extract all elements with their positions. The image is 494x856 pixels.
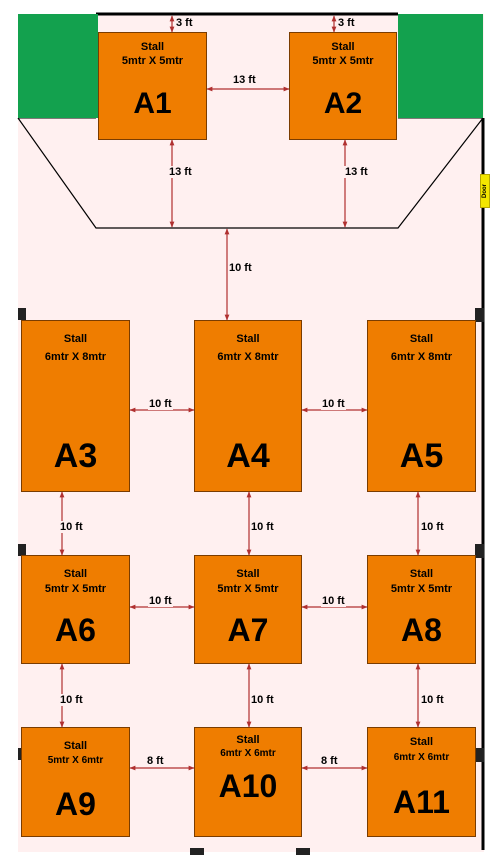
stall-size: 6mtr X 8mtr	[44, 351, 107, 363]
stall-word: Stall	[63, 333, 88, 345]
stall-size: 6mtr X 8mtr	[390, 351, 453, 363]
dim-a1-top: 3 ft	[175, 17, 194, 29]
stall-code: A2	[323, 87, 363, 120]
stall-a8: Stall 5mtr X 5mtr A8	[367, 555, 476, 664]
dim-a1-a2: 13 ft	[232, 74, 257, 86]
stall-word: Stall	[331, 41, 355, 53]
dim-a6-a7: 10 ft	[148, 595, 173, 607]
stall-word: Stall	[140, 41, 165, 53]
stall-word: Stall	[236, 568, 260, 580]
stall-size: 5mtr X 5mtr	[217, 583, 279, 595]
stall-code: A11	[393, 784, 450, 820]
wall-post	[18, 308, 26, 320]
stall-code: A1	[133, 87, 172, 120]
wall-post	[296, 848, 310, 855]
wall-post	[475, 308, 484, 322]
door-marker: Door	[480, 174, 490, 208]
green-area-left	[18, 14, 98, 118]
stall-word: Stall	[63, 568, 88, 580]
stall-code: A3	[53, 437, 98, 475]
dim-a4-a7: 10 ft	[250, 521, 275, 533]
dim-a2-top: 3 ft	[337, 17, 356, 29]
stall-code: A4	[226, 437, 270, 475]
stall-size: 6mtr X 6mtr	[220, 748, 276, 759]
stall-code: A6	[55, 612, 96, 648]
stall-code: A8	[401, 612, 442, 648]
stall-word: Stall	[236, 734, 260, 746]
stall-code: A10	[218, 768, 278, 804]
dim-a2-below: 13 ft	[344, 166, 369, 178]
wall-post	[190, 848, 204, 855]
entrance-funnel	[17, 117, 484, 229]
stall-size: 5mtr X 5mtr	[121, 55, 184, 67]
stall-a9: Stall 5mtr X 6mtr A9	[21, 727, 130, 837]
stall-a7: Stall 5mtr X 5mtr A7	[194, 555, 302, 664]
stall-code: A7	[227, 612, 269, 648]
wall-post	[475, 544, 484, 558]
stall-a4: Stall 6mtr X 8mtr A4	[194, 320, 302, 492]
stall-a5: Stall 6mtr X 8mtr A5	[367, 320, 476, 492]
dim-center-gap: 10 ft	[228, 262, 253, 274]
dim-a10-a11: 8 ft	[320, 755, 339, 767]
stall-word: Stall	[236, 333, 260, 345]
stall-code: A5	[399, 437, 444, 475]
stall-size: 6mtr X 6mtr	[393, 752, 450, 763]
stall-size: 5mtr X 5mtr	[44, 583, 107, 595]
dim-a7-a10: 10 ft	[250, 694, 275, 706]
stall-a3: Stall 6mtr X 8mtr A3	[21, 320, 130, 492]
stall-a1: Stall 5mtr X 5mtr A1	[98, 32, 207, 140]
stall-a6: Stall 5mtr X 5mtr A6	[21, 555, 130, 664]
dim-a6-a9: 10 ft	[59, 694, 84, 706]
stall-a11: Stall 6mtr X 6mtr A11	[367, 727, 476, 837]
wall-post	[18, 544, 26, 556]
dim-a5-a8: 10 ft	[420, 521, 445, 533]
dim-a9-a10: 8 ft	[146, 755, 165, 767]
stall-code: A9	[55, 786, 96, 822]
stall-word: Stall	[63, 740, 88, 752]
stall-size: 6mtr X 8mtr	[217, 351, 279, 363]
green-area-right	[398, 14, 483, 118]
stall-size: 5mtr X 5mtr	[312, 55, 374, 67]
dim-a4-a5: 10 ft	[321, 398, 346, 410]
stall-size: 5mtr X 6mtr	[47, 755, 104, 766]
dim-a3-a6: 10 ft	[59, 521, 84, 533]
stall-word: Stall	[409, 333, 434, 345]
stall-a2: Stall 5mtr X 5mtr A2	[289, 32, 397, 140]
dim-a8-a11: 10 ft	[420, 694, 445, 706]
dim-a7-a8: 10 ft	[321, 595, 346, 607]
dim-a1-below: 13 ft	[168, 166, 193, 178]
stall-a10: Stall 6mtr X 6mtr A10	[194, 727, 302, 837]
stall-size: 5mtr X 5mtr	[390, 583, 453, 595]
stall-word: Stall	[409, 568, 434, 580]
stall-word: Stall	[409, 736, 434, 748]
dim-a3-a4: 10 ft	[148, 398, 173, 410]
wall-post	[475, 748, 484, 762]
